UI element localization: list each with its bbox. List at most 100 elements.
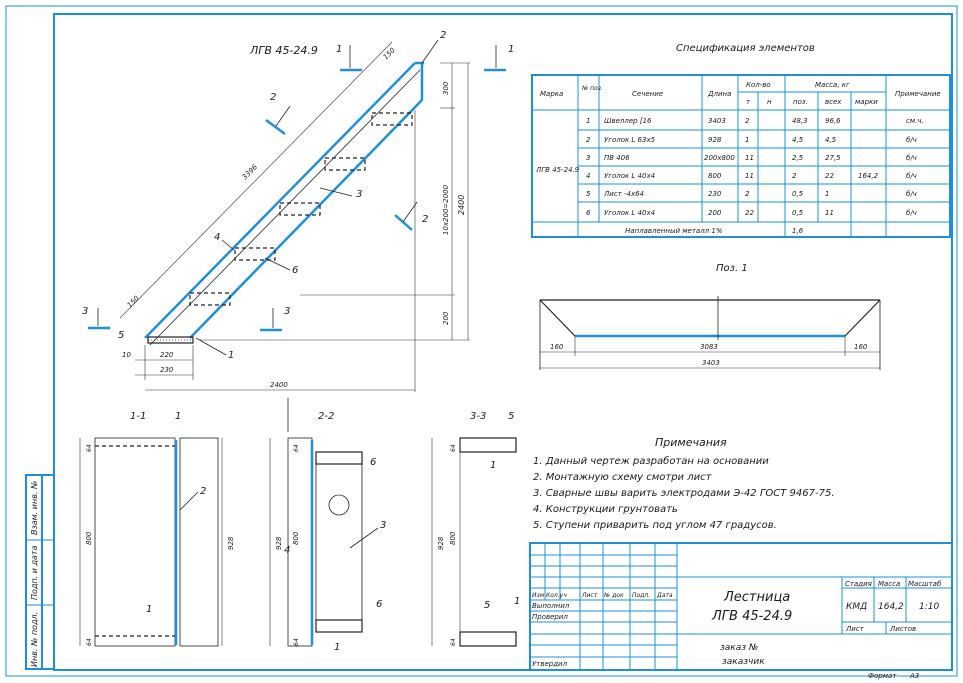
weld-value: 1,6 (792, 227, 804, 235)
spec-row: 1 Швеллер [16 3403 2 48,3 96,6 см.ч. (586, 117, 924, 125)
svg-text:64: 64 (293, 638, 300, 646)
svg-text:5: 5 (508, 411, 514, 422)
svg-text:Утвердил: Утвердил (532, 660, 568, 668)
hdr-pos: № поз. (581, 85, 603, 92)
svg-text:Лист: Лист (845, 625, 865, 633)
svg-text:800: 800 (85, 531, 93, 545)
svg-text:800: 800 (292, 531, 300, 545)
svg-text:22: 22 (745, 209, 754, 217)
hdr-section: Сечение (632, 90, 663, 98)
svg-text:Швеллер [16: Швеллер [16 (604, 117, 652, 125)
side-stamp: Инв. № подл. Подп. и дата Взам. инв. № (25, 474, 55, 670)
weld-label: Наплавленный металл 1% (625, 227, 723, 235)
main-view-title: ЛГВ 45-24.9 (249, 44, 318, 57)
svg-text:ПВ 406: ПВ 406 (604, 154, 630, 162)
spec-row: 4 Уголок L 40х4 800 11 2 22 б/ч (586, 172, 917, 180)
hdr-qty: Кол-во (746, 81, 771, 89)
svg-text:б/ч: б/ч (906, 136, 917, 144)
inner-frame (53, 13, 953, 671)
svg-text:Проверил: Проверил (532, 613, 568, 621)
svg-text:3403: 3403 (708, 117, 726, 125)
svg-text:3: 3 (380, 520, 386, 531)
section-markers: 1 1 2 2 3 3 (82, 44, 514, 332)
svg-text:4,5: 4,5 (825, 136, 837, 144)
svg-text:1: 1 (508, 44, 514, 55)
svg-text:см.ч.: см.ч. (906, 117, 924, 125)
section-3-3: 3-3 5 928 64 800 64 1 5 1 (431, 411, 520, 647)
svg-text:200х800: 200х800 (704, 154, 735, 162)
callout-1: 1 (228, 350, 234, 361)
stair-main-view: ЛГВ 45-24.9 3396 150 150 300 10х200=2 (82, 30, 514, 392)
section-2-2: 2-2 928 64 800 64 6 3 4 6 1 (269, 398, 386, 653)
callout-5: 5 (118, 330, 124, 341)
note-4: 4. Конструкции грунтовать (533, 504, 678, 515)
svg-text:1: 1 (336, 44, 342, 55)
svg-text:Изм: Изм (532, 592, 545, 599)
svg-text:64: 64 (293, 444, 300, 452)
svg-text:800: 800 (449, 531, 457, 545)
sec22-label: 2-2 (318, 411, 334, 422)
svg-text:2: 2 (200, 486, 206, 497)
svg-text:Лист -4х64: Лист -4х64 (603, 190, 644, 198)
svg-text:4: 4 (586, 172, 590, 180)
dim-slope: 3396 (241, 163, 260, 182)
callout-6: 6 (292, 265, 298, 276)
dim-right-200: 200 (442, 311, 450, 325)
order-no: заказ № (720, 643, 758, 653)
svg-text:22: 22 (825, 172, 834, 180)
dim-top-small: 150 (382, 46, 397, 61)
svg-text:3: 3 (586, 154, 590, 162)
spec-row: 6 Уголок L 40х4 200 22 0,5 11 б/ч (586, 209, 917, 217)
svg-text:1: 1 (745, 136, 749, 144)
hdr-qty-t: т (746, 98, 751, 106)
stamp-inv: Инв. № подл. (30, 612, 39, 667)
drawing-name-1: Лестница (723, 590, 790, 605)
svg-text:Масса: Масса (878, 580, 900, 588)
svg-text:6: 6 (376, 599, 382, 610)
svg-text:6: 6 (586, 209, 591, 217)
outer-border (5, 5, 958, 677)
customer: заказчик (722, 657, 765, 667)
svg-text:230: 230 (708, 190, 722, 198)
svg-text:64: 64 (86, 444, 93, 452)
dim-base-230: 230 (160, 366, 174, 374)
svg-text:11: 11 (745, 154, 754, 162)
svg-text:2,5: 2,5 (792, 154, 804, 162)
spec-row: 5 Лист -4х64 230 2 0,5 1 б/ч (586, 190, 917, 198)
dim-bottom-small: 150 (126, 294, 141, 309)
svg-text:А3: А3 (909, 672, 919, 680)
sec33-label: 3-3 (470, 411, 486, 422)
drawing-name-2: ЛГВ 45-24.9 (711, 609, 792, 624)
mass: 164,2 (878, 602, 904, 612)
svg-text:27,5: 27,5 (825, 154, 841, 162)
step-angles (189, 112, 413, 306)
title-block: Изм Кол.уч Лист № док Подп. Дата Выполни… (529, 542, 953, 680)
svg-text:Уголок L 63х5: Уголок L 63х5 (604, 136, 656, 144)
hdr-note: Примечание (895, 90, 941, 98)
svg-text:1: 1 (586, 117, 590, 125)
svg-text:1: 1 (514, 596, 520, 607)
svg-text:б/ч: б/ч (906, 154, 917, 162)
spec-title: Спецификация элементов (676, 43, 815, 54)
svg-text:Лист: Лист (581, 592, 598, 599)
hdr-qty-n: н (767, 98, 772, 106)
spec-mark-mass: 164,2 (858, 172, 879, 180)
hdr-mass-all: всех (825, 98, 842, 106)
svg-text:2: 2 (586, 136, 591, 144)
scale: 1:10 (919, 602, 939, 612)
svg-text:5: 5 (586, 190, 591, 198)
svg-text:Формат: Формат (868, 672, 897, 680)
svg-text:64: 64 (450, 638, 457, 646)
svg-text:Уголок L 40х4: Уголок L 40х4 (604, 209, 655, 217)
svg-text:2: 2 (792, 172, 797, 180)
notes-title: Примечания (655, 436, 727, 449)
svg-text:11: 11 (745, 172, 754, 180)
pos1-dim-right: 160 (854, 343, 868, 351)
callout-3: 3 (356, 189, 362, 200)
svg-text:1: 1 (146, 604, 152, 615)
svg-text:2: 2 (270, 92, 276, 103)
hdr-mark: Марка (540, 90, 563, 98)
svg-text:928: 928 (275, 536, 283, 550)
svg-text:№ док: № док (603, 592, 624, 599)
svg-text:Масштаб: Масштаб (908, 580, 942, 588)
